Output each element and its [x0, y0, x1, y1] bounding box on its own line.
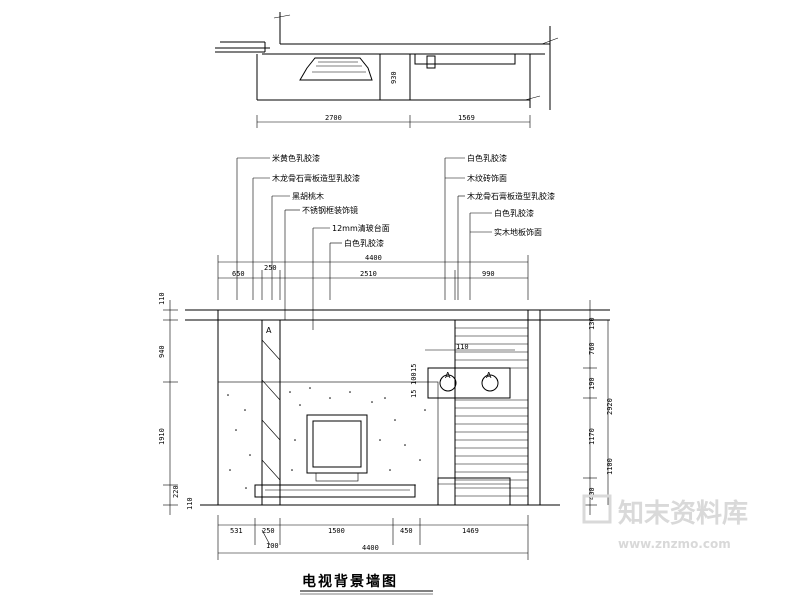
right-dim-3: 190: [588, 377, 596, 390]
drawing-title: 电视背景墙图: [302, 573, 398, 590]
bottom-dim-5: 1469: [462, 527, 479, 535]
note-left-2: 木龙骨石膏板造型乳胶漆: [272, 173, 360, 183]
right-dim-4: 1170: [588, 428, 596, 445]
top-dim-overall: 4400: [365, 254, 382, 262]
watermark-logo-icon: [582, 494, 612, 524]
top-dim-4: 990: [482, 270, 495, 278]
plan-view: 2700 1569 930: [215, 12, 559, 128]
left-dimensions: 110 940 1910 220 110: [158, 292, 194, 515]
left-dim-4: 220: [172, 485, 180, 498]
elevation-main: A: [185, 309, 610, 506]
svg-text:A: A: [486, 371, 492, 380]
bottom-dim-4: 450: [400, 527, 413, 535]
mid-dim-3: 15: [410, 364, 418, 372]
note-left-5: 12mm清玻台面: [332, 223, 390, 233]
right-dim-5: 400: [588, 487, 596, 500]
shelf-dim: 110: [456, 343, 469, 351]
top-dim-1: 650: [232, 270, 245, 278]
left-dim-2: 940: [158, 345, 166, 358]
bottom-dimensions: 531 250 1500 450 1469 100 4400: [217, 515, 529, 560]
mid-dim-1: 15: [410, 390, 418, 398]
right-outer-dim-1: 2920: [606, 398, 614, 415]
note-right-5: 实木地板饰面: [494, 227, 542, 237]
note-left-1: 米黄色乳胶漆: [272, 153, 320, 163]
plan-dim-side: 930: [390, 71, 398, 84]
bottom-dim-overall: 4400: [362, 544, 379, 552]
bottom-dim-extra: 100: [266, 542, 279, 550]
right-dim-1: 130: [588, 317, 596, 330]
note-left-3: 黑胡桃木: [292, 191, 324, 201]
wood-stripes: [455, 327, 528, 497]
note-left-4: 不锈钢框装饰镜: [302, 205, 358, 215]
svg-text:A: A: [445, 371, 451, 380]
top-dim-3: 2510: [360, 270, 377, 278]
bottom-dim-2: 250: [262, 527, 275, 535]
left-dim-1: 110: [158, 292, 166, 305]
note-right-1: 白色乳胶漆: [467, 153, 507, 163]
mid-dim-2: 100: [410, 372, 418, 385]
bottom-dim-3: 1500: [328, 527, 345, 535]
top-dimensions: 4400 650 250 2510 990: [217, 254, 529, 300]
leader-notes: 米黄色乳胶漆 木龙骨石膏板造型乳胶漆 黑胡桃木 不锈钢框装饰镜 12mm清玻台面…: [236, 153, 555, 330]
right-outer-dim-2: 1100: [606, 458, 614, 475]
plan-dim-1: 2700: [325, 114, 342, 122]
right-dim-2: 760: [588, 342, 596, 355]
stone-texture: [227, 387, 426, 489]
note-right-2: 木纹砖饰面: [467, 173, 507, 183]
watermark-text: 知末资料库: [618, 499, 748, 529]
svg-text:A: A: [266, 326, 272, 335]
note-right-4: 白色乳胶漆: [494, 208, 534, 218]
watermark: 知末资料库 www.znzmo.com: [582, 494, 748, 551]
left-dim-5: 110: [186, 497, 194, 510]
note-left-6: 白色乳胶漆: [344, 238, 384, 248]
top-dim-2: 250: [264, 264, 277, 272]
note-right-3: 木龙骨石膏板造型乳胶漆: [467, 191, 555, 201]
watermark-url: www.znzmo.com: [618, 537, 731, 551]
left-dim-3: 1910: [158, 428, 166, 445]
plan-dim-2: 1569: [458, 114, 475, 122]
right-dimensions: 130 760 190 1170 400 2920 1100: [583, 300, 614, 515]
bottom-dim-1: 531: [230, 527, 243, 535]
